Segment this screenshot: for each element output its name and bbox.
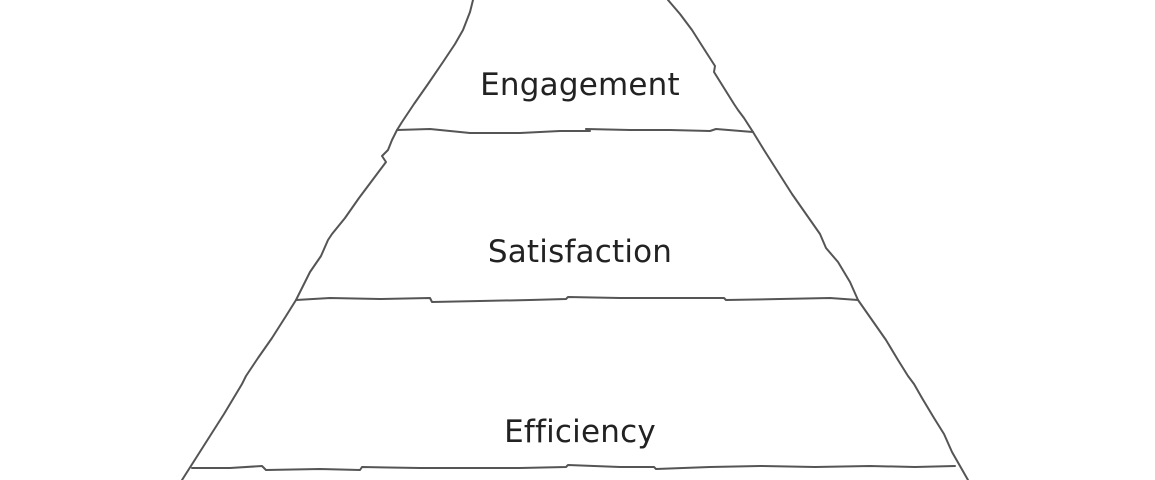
pyramid-base-line: [191, 464, 956, 471]
tier-label-satisfaction: Satisfaction: [488, 234, 672, 270]
pyramid-left-edge: [181, 0, 474, 480]
tier-divider-1: [396, 128, 754, 134]
tier-label-efficiency: Efficiency: [504, 414, 656, 450]
tier-divider-2: [295, 296, 859, 303]
tier-label-engagement: Engagement: [480, 67, 680, 103]
pyramid-right-edge: [667, 0, 969, 480]
